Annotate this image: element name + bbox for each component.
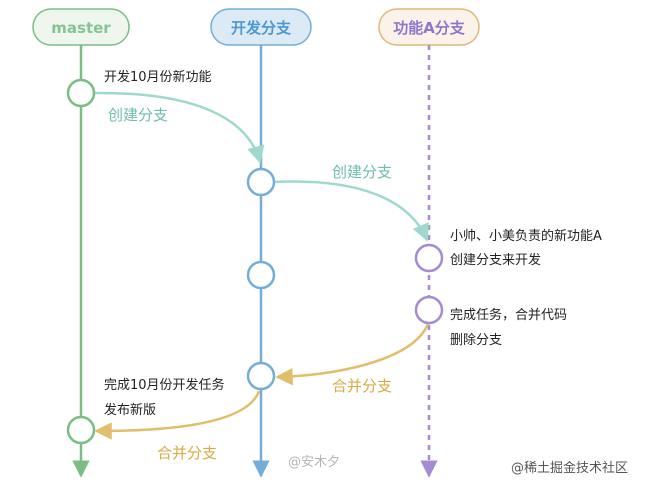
dev-branch-node	[246, 167, 276, 197]
merge-feature-arrow	[275, 323, 430, 386]
note-dev-new-feature: 开发10月份新功能	[104, 69, 212, 85]
feature-start-node	[414, 243, 444, 273]
create-dev-branch-arrow	[94, 91, 265, 164]
branch-header-dev: 开发分支	[210, 8, 312, 46]
branch-header-feature: 功能A分支	[378, 8, 480, 46]
create-feature-branch-arrow	[273, 180, 429, 242]
feature-done-node	[414, 295, 444, 325]
note-release-line1: 完成10月份开发任务	[104, 377, 225, 393]
edge-label-merge-master: 合并分支	[157, 444, 217, 462]
edge-label-create-feature: 创建分支	[332, 163, 392, 181]
edge-label-create-dev: 创建分支	[108, 106, 168, 124]
branch-header-master-label: master	[51, 19, 111, 37]
note-done-line2: 删除分支	[450, 333, 502, 348]
master-commit-node	[66, 78, 96, 108]
branch-header-dev-label: 开发分支	[231, 19, 292, 37]
note-release-line2: 发布新版	[104, 402, 156, 418]
edge-label-merge-feature: 合并分支	[332, 377, 392, 395]
branch-header-feature-label: 功能A分支	[393, 19, 466, 37]
branch-header-master: master	[32, 8, 130, 46]
note-assign-line1: 小帅、小美负责的新功能A	[450, 228, 602, 244]
dev-merge-node	[246, 361, 276, 391]
note-assign-line2: 创建分支来开发	[450, 252, 541, 268]
note-done-line1: 完成任务，合并代码	[450, 307, 567, 323]
dev-commit-node	[246, 260, 276, 290]
watermark-author: @安木夕	[288, 455, 340, 470]
master-release-node	[66, 415, 96, 445]
merge-master-arrow	[94, 390, 261, 440]
watermark-site: @稀土掘金技术社区	[511, 460, 628, 476]
